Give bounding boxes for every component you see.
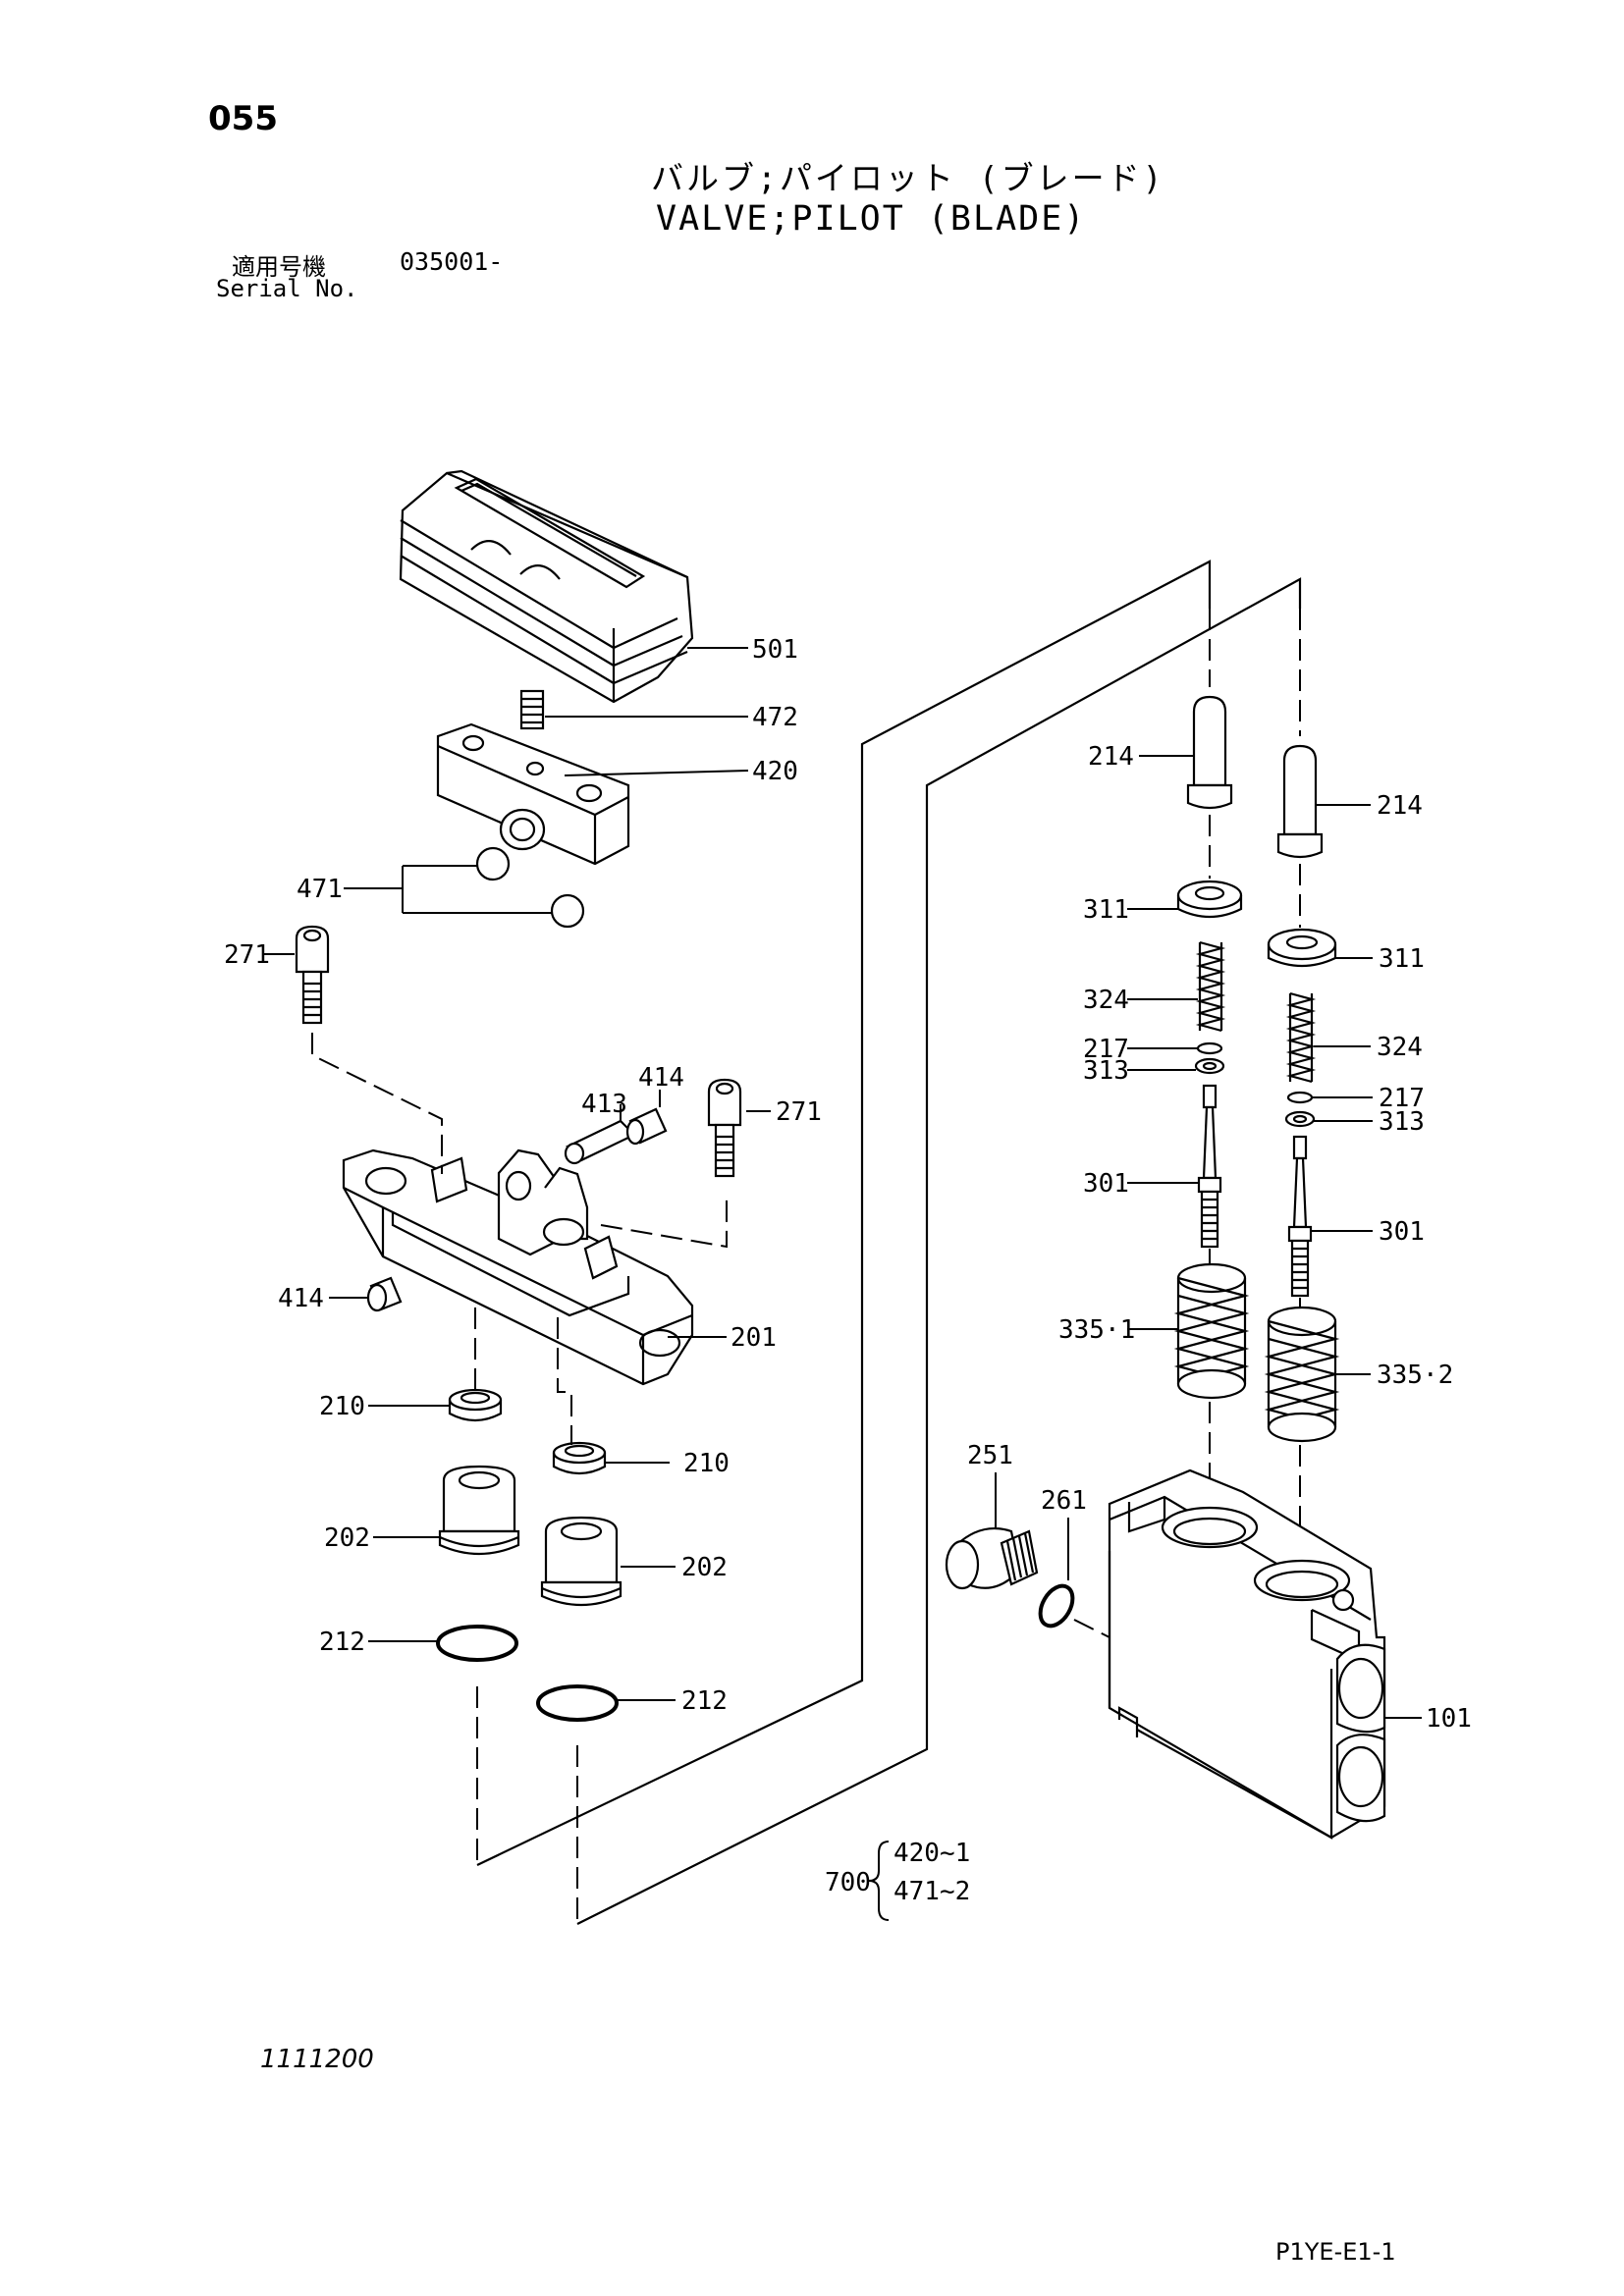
- title-japanese: バルブ;パイロット (ブレード): [651, 159, 1165, 197]
- callout-251: 251: [967, 1441, 1013, 1470]
- callout-271-left: 271: [224, 940, 270, 970]
- callout-414-top: 414: [638, 1063, 684, 1093]
- setscrew-part-472: [519, 689, 748, 730]
- drawing-number: 1111200: [260, 2045, 374, 2074]
- bolt-part-271-left: [263, 925, 330, 1025]
- callout-472: 472: [752, 703, 798, 732]
- callout-311-right: 311: [1379, 944, 1425, 974]
- seal-part-210-left: [368, 1388, 503, 1422]
- callout-414-left: 414: [278, 1284, 324, 1313]
- plunger-part-202-left: [373, 1465, 520, 1556]
- callout-212-right: 212: [681, 1686, 728, 1716]
- boot-part-501: [399, 469, 748, 704]
- connection-lines: [476, 560, 1302, 1925]
- callout-271-right: 271: [776, 1097, 822, 1127]
- balls-part-471: [344, 846, 585, 929]
- callout-311-left: 311: [1083, 895, 1129, 925]
- spool-assembly-left: [1127, 695, 1250, 1512]
- callout-212-left: 212: [319, 1628, 365, 1657]
- callout-214-right: 214: [1377, 791, 1423, 821]
- bushing-part-414-left: [329, 1276, 403, 1312]
- seal-part-210-right: [552, 1441, 670, 1475]
- page-number: 055: [208, 99, 278, 138]
- callout-217-right: 217: [1379, 1084, 1425, 1113]
- assembly-center-lines-left: [311, 1033, 728, 1924]
- callout-261: 261: [1041, 1486, 1087, 1516]
- bushing-part-414-top: [625, 1090, 668, 1146]
- callout-210-left: 210: [319, 1392, 365, 1421]
- kit-number-700: 700: [825, 1868, 871, 1897]
- kit-line-1: 420~1: [893, 1839, 970, 1868]
- kit-brace: [868, 1841, 890, 1921]
- o-ring-part-261: [1038, 1518, 1110, 1638]
- callout-210-right: 210: [683, 1449, 730, 1478]
- serial-label-japanese: 適用号機: [232, 253, 326, 281]
- callout-420: 420: [752, 757, 798, 786]
- callout-501: 501: [752, 635, 798, 665]
- callout-471: 471: [297, 875, 343, 904]
- pin-part-413: [564, 1104, 636, 1165]
- callout-335-1: 335·1: [1058, 1315, 1135, 1345]
- plug-part-251: [945, 1472, 1039, 1590]
- callout-202-left: 202: [324, 1523, 370, 1553]
- callout-labels: 501 472 420 471 271 414 413 271 414 201 …: [224, 635, 1472, 1906]
- callout-335-2: 335·2: [1377, 1361, 1453, 1390]
- plate-part-420: [436, 722, 749, 866]
- callout-313-left: 313: [1083, 1056, 1129, 1086]
- callout-214-left: 214: [1088, 742, 1134, 772]
- serial-code: 035001-: [400, 247, 504, 276]
- page-code: P1YE-E1-1: [1275, 2238, 1396, 2266]
- valve-casing-part-101: [1108, 1468, 1422, 1840]
- callout-217-left: 217: [1083, 1035, 1129, 1064]
- callout-313-right: 313: [1379, 1107, 1425, 1137]
- callout-201: 201: [731, 1323, 777, 1353]
- serial-label-english: Serial No.: [216, 275, 358, 302]
- plunger-part-202-right: [540, 1516, 676, 1607]
- spool-assembly-right: [1264, 744, 1373, 1571]
- bolt-part-271-right: [707, 1078, 771, 1178]
- callout-324-right: 324: [1377, 1033, 1423, 1062]
- title-english: VALVE;PILOT (BLADE): [656, 199, 1087, 239]
- callout-202-right: 202: [681, 1553, 728, 1582]
- o-ring-part-212-right: [536, 1684, 676, 1722]
- kit-line-2: 471~2: [893, 1877, 970, 1906]
- callout-413: 413: [581, 1090, 627, 1119]
- callout-301-right: 301: [1379, 1217, 1425, 1247]
- callout-324-left: 324: [1083, 986, 1129, 1015]
- callout-101: 101: [1426, 1704, 1472, 1734]
- callout-301-left: 301: [1083, 1169, 1129, 1199]
- lever-body-part-201: [342, 1148, 727, 1386]
- o-ring-part-212-left: [368, 1625, 518, 1662]
